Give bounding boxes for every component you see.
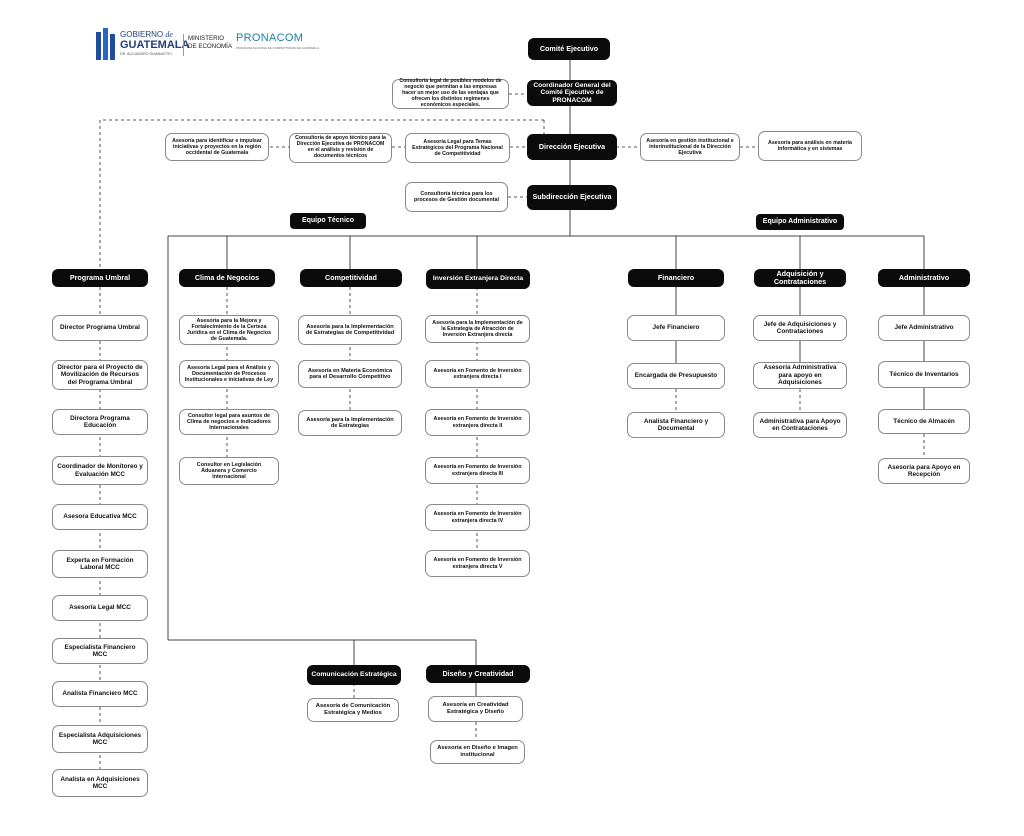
inversion-item: Asesoría en Fomento de Inversión extranj… — [425, 409, 530, 436]
diseno-item: Asesoría en Diseño e Imagen instituciona… — [430, 740, 525, 764]
gobierno-line2: GUATEMALA — [120, 39, 190, 51]
financiero-item: Encargada de Presupuesto — [627, 363, 725, 389]
consultoria-legal-regimenes-box: Consultoría legal de posibles modelos de… — [392, 78, 509, 109]
umbral-item: Asesora Educativa MCC — [52, 504, 148, 530]
pronacom-tagline: PROGRAMA NACIONAL DE COMPETITIVIDAD DE G… — [236, 46, 319, 50]
clima-item: Asesoría para la Mejora y Fortalecimient… — [179, 315, 279, 345]
competitividad-item: Asesoría para la Implementación de Estra… — [298, 410, 402, 436]
pronacom-wordmark: PRONACOM — [236, 32, 304, 44]
competitividad-item: Asesoría para la Implementación de Estra… — [298, 315, 402, 345]
umbral-item: Analista Financiero MCC — [52, 681, 148, 707]
logo-divider — [183, 34, 184, 56]
financiero-item: Jefe Financiero — [627, 315, 725, 341]
inversion-item: Asesoría en Fomento de Inversión extranj… — [425, 360, 530, 388]
comite-ejecutivo-box: Comité Ejecutivo — [528, 38, 610, 60]
financiero-header: Financiero — [628, 269, 724, 287]
adquisicion-item: Jefe de Adquisiciones y Contrataciones — [753, 315, 847, 341]
umbral-item: Experta en Formación Laboral MCC — [52, 550, 148, 578]
inversion-extranjera-header: Inversión Extranjera Directa — [426, 269, 530, 289]
administrativo-item: Asesoría para Apoyo en Recepción — [878, 458, 970, 484]
umbral-item: Director para el Proyecto de Movilizació… — [52, 360, 148, 390]
ministerio-line1: MINISTERIO — [188, 35, 225, 42]
pronacom-logo: PRONACOM PROGRAMA NACIONAL DE COMPETITIV… — [236, 32, 319, 56]
diseno-item: Asesoría en Creatividad Estratégica y Di… — [428, 696, 523, 722]
asesoria-gestion-institucional-box: Asesoría en gestión institucional e inte… — [640, 133, 740, 161]
umbral-item: Especialista Financiero MCC — [52, 638, 148, 664]
adquisicion-item: Administrativa para Apoyo en Contratacio… — [753, 412, 847, 438]
comunicacion-item: Asesoría de Comunicación Estratégica y M… — [307, 698, 399, 722]
clima-item: Consultor legal para asuntos de Clima de… — [179, 409, 279, 435]
asesoria-legal-temas-box: Asesoría Legal para Temas Estratégicos d… — [405, 133, 510, 163]
gobierno-guatemala-logo: GOBIERNO de GUATEMALA DR. ALEJANDRO GIAM… — [94, 28, 189, 62]
administrativo-item: Técnico de Almacén — [878, 409, 970, 434]
financiero-item: Analista Financiero y Documental — [627, 412, 725, 438]
umbral-item: Asesoría Legal MCC — [52, 595, 148, 621]
inversion-item: Asesoría en Fomento de Inversión extranj… — [425, 504, 530, 531]
adquisicion-header: Adquisición y Contrataciones — [754, 269, 846, 287]
ministerio-logo: MINISTERIO DE ECONOMÍA — [188, 35, 236, 55]
ministerio-line2: DE ECONOMÍA — [188, 43, 233, 51]
subdireccion-ejecutiva-box: Subdirección Ejecutiva — [527, 185, 617, 210]
asesoria-informatica-box: Asesoría para análisis en materia inform… — [758, 131, 862, 161]
direccion-ejecutiva-box: Dirección Ejecutiva — [527, 134, 617, 160]
umbral-item: Directora Programa Educación — [52, 409, 148, 435]
competitividad-item: Asesoría en Materia Económica para el De… — [298, 360, 402, 388]
diseno-creatividad-header: Diseño y Creatividad — [426, 665, 530, 683]
administrativo-item: Jefe Administrativo — [878, 315, 970, 341]
coordinador-general-box: Coordinador General del Comité Ejecutivo… — [527, 80, 617, 106]
inversion-item: Asesoría en Fomento de Inversión extranj… — [425, 457, 530, 484]
comunicacion-estrategica-header: Comunicación Estratégica — [307, 665, 401, 685]
clima-item: Consultor en Legislación Aduanera y Come… — [179, 457, 279, 485]
umbral-item: Especialista Adquisiciones MCC — [52, 725, 148, 753]
umbral-item: Director Programa Umbral — [52, 315, 148, 341]
gobierno-de: de — [165, 30, 173, 39]
umbral-item: Analista en Adquisiciones MCC — [52, 769, 148, 797]
consultoria-gestion-documental-box: Consultoría técnica para los procesos de… — [405, 182, 508, 212]
adquisicion-item: Asesoría Administrativa para apoyo en Ad… — [753, 362, 847, 389]
competitividad-header: Competitividad — [300, 269, 402, 287]
administrativo-item: Técnico de Inventarios — [878, 361, 970, 388]
gobierno-emblem-icon — [96, 28, 115, 60]
clima-item: Asesoría Legal para el Análisis y Docume… — [179, 360, 279, 388]
gobierno-tagline: DR. ALEJANDRO GIAMMATTEI — [120, 52, 172, 56]
asesoria-region-occidental-box: Asesoría para identificar e impulsar ini… — [165, 133, 269, 161]
consultoria-apoyo-tecnico-box: Consultoría de apoyo técnico para la Dir… — [289, 133, 392, 163]
equipo-administrativo-label: Equipo Administrativo — [756, 214, 844, 230]
clima-negocios-header: Clima de Negocios — [179, 269, 275, 287]
programa-umbral-header: Programa Umbral — [52, 269, 148, 287]
equipo-tecnico-label: Equipo Técnico — [290, 213, 366, 229]
inversion-item: Asesoría en Fomento de Inversión extranj… — [425, 550, 530, 577]
administrativo-header: Administrativo — [878, 269, 970, 287]
umbral-item: Coordinador de Monitoreo y Evaluación MC… — [52, 456, 148, 485]
gobierno-line1: GOBIERNO — [120, 30, 164, 39]
inversion-item: Asesoría para la Implementación de la Es… — [425, 315, 530, 343]
